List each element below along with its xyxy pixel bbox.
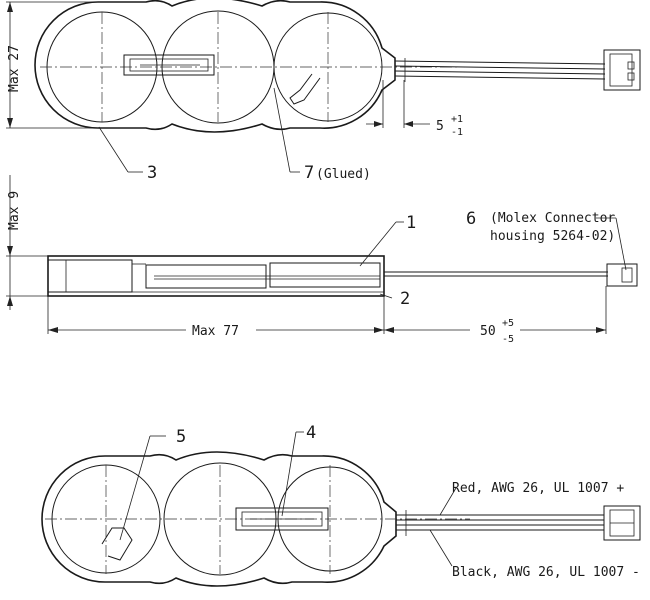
callout-1-label: 1 bbox=[406, 213, 416, 233]
bottom-view bbox=[41, 451, 641, 587]
red-wire-label: Red, AWG 26, UL 1007 + bbox=[452, 481, 624, 496]
dim-max-9: Max 9 bbox=[6, 175, 48, 310]
bottom-connector bbox=[603, 505, 641, 541]
lead-offset-label: 5 bbox=[436, 119, 444, 134]
lead-length-tol-plus: +5 bbox=[502, 318, 514, 329]
max-77-label: Max 77 bbox=[192, 324, 239, 339]
top-tab bbox=[123, 54, 215, 76]
lead-length-tol-minus: -5 bbox=[502, 334, 514, 345]
max-27-label: Max 27 bbox=[7, 45, 22, 92]
max-9-label: Max 9 bbox=[7, 191, 22, 230]
dim-length: Max 77 50 +5 -5 bbox=[47, 286, 607, 345]
callout-5-label: 5 bbox=[176, 427, 186, 447]
callout-7: 7 (Glued) bbox=[273, 87, 371, 183]
bottom-view-outline bbox=[41, 451, 397, 587]
callout-3-label: 3 bbox=[147, 163, 157, 183]
black-wire-label: Black, AWG 26, UL 1007 - bbox=[452, 565, 640, 580]
dim-lead-offset: 5 +1 -1 bbox=[366, 80, 463, 138]
callout-4-label: 4 bbox=[306, 423, 316, 443]
top-view-outline bbox=[34, 0, 396, 133]
dim-max-27: Max 27 bbox=[6, 1, 98, 129]
callout-6-label: 6 bbox=[466, 209, 476, 229]
callout-7-note: (Glued) bbox=[316, 167, 371, 182]
callout-6: 6 (Molex Connector housing 5264-02) bbox=[466, 209, 627, 271]
callout-3: 3 bbox=[98, 126, 157, 183]
callout-1: 1 bbox=[359, 213, 416, 267]
lead-offset-tol-plus: +1 bbox=[451, 114, 463, 125]
callout-6-note-line2: housing 5264-02) bbox=[490, 229, 615, 244]
top-connector bbox=[603, 49, 641, 91]
callout-4: 4 bbox=[281, 423, 316, 517]
callout-6-note-line1: (Molex Connector bbox=[490, 211, 615, 226]
callout-7-label: 7 bbox=[304, 163, 314, 183]
side-view bbox=[47, 255, 638, 297]
callout-2-label: 2 bbox=[400, 289, 410, 309]
callout-2: 2 bbox=[379, 289, 410, 309]
wire-labels: Red, AWG 26, UL 1007 + Black, AWG 26, UL… bbox=[429, 481, 640, 580]
callout-5: 5 bbox=[119, 427, 186, 541]
bottom-tab bbox=[235, 507, 329, 531]
top-view bbox=[34, 0, 641, 133]
lead-length-label: 50 bbox=[480, 324, 496, 339]
lead-offset-tol-minus: -1 bbox=[451, 127, 463, 138]
side-connector bbox=[606, 263, 638, 287]
